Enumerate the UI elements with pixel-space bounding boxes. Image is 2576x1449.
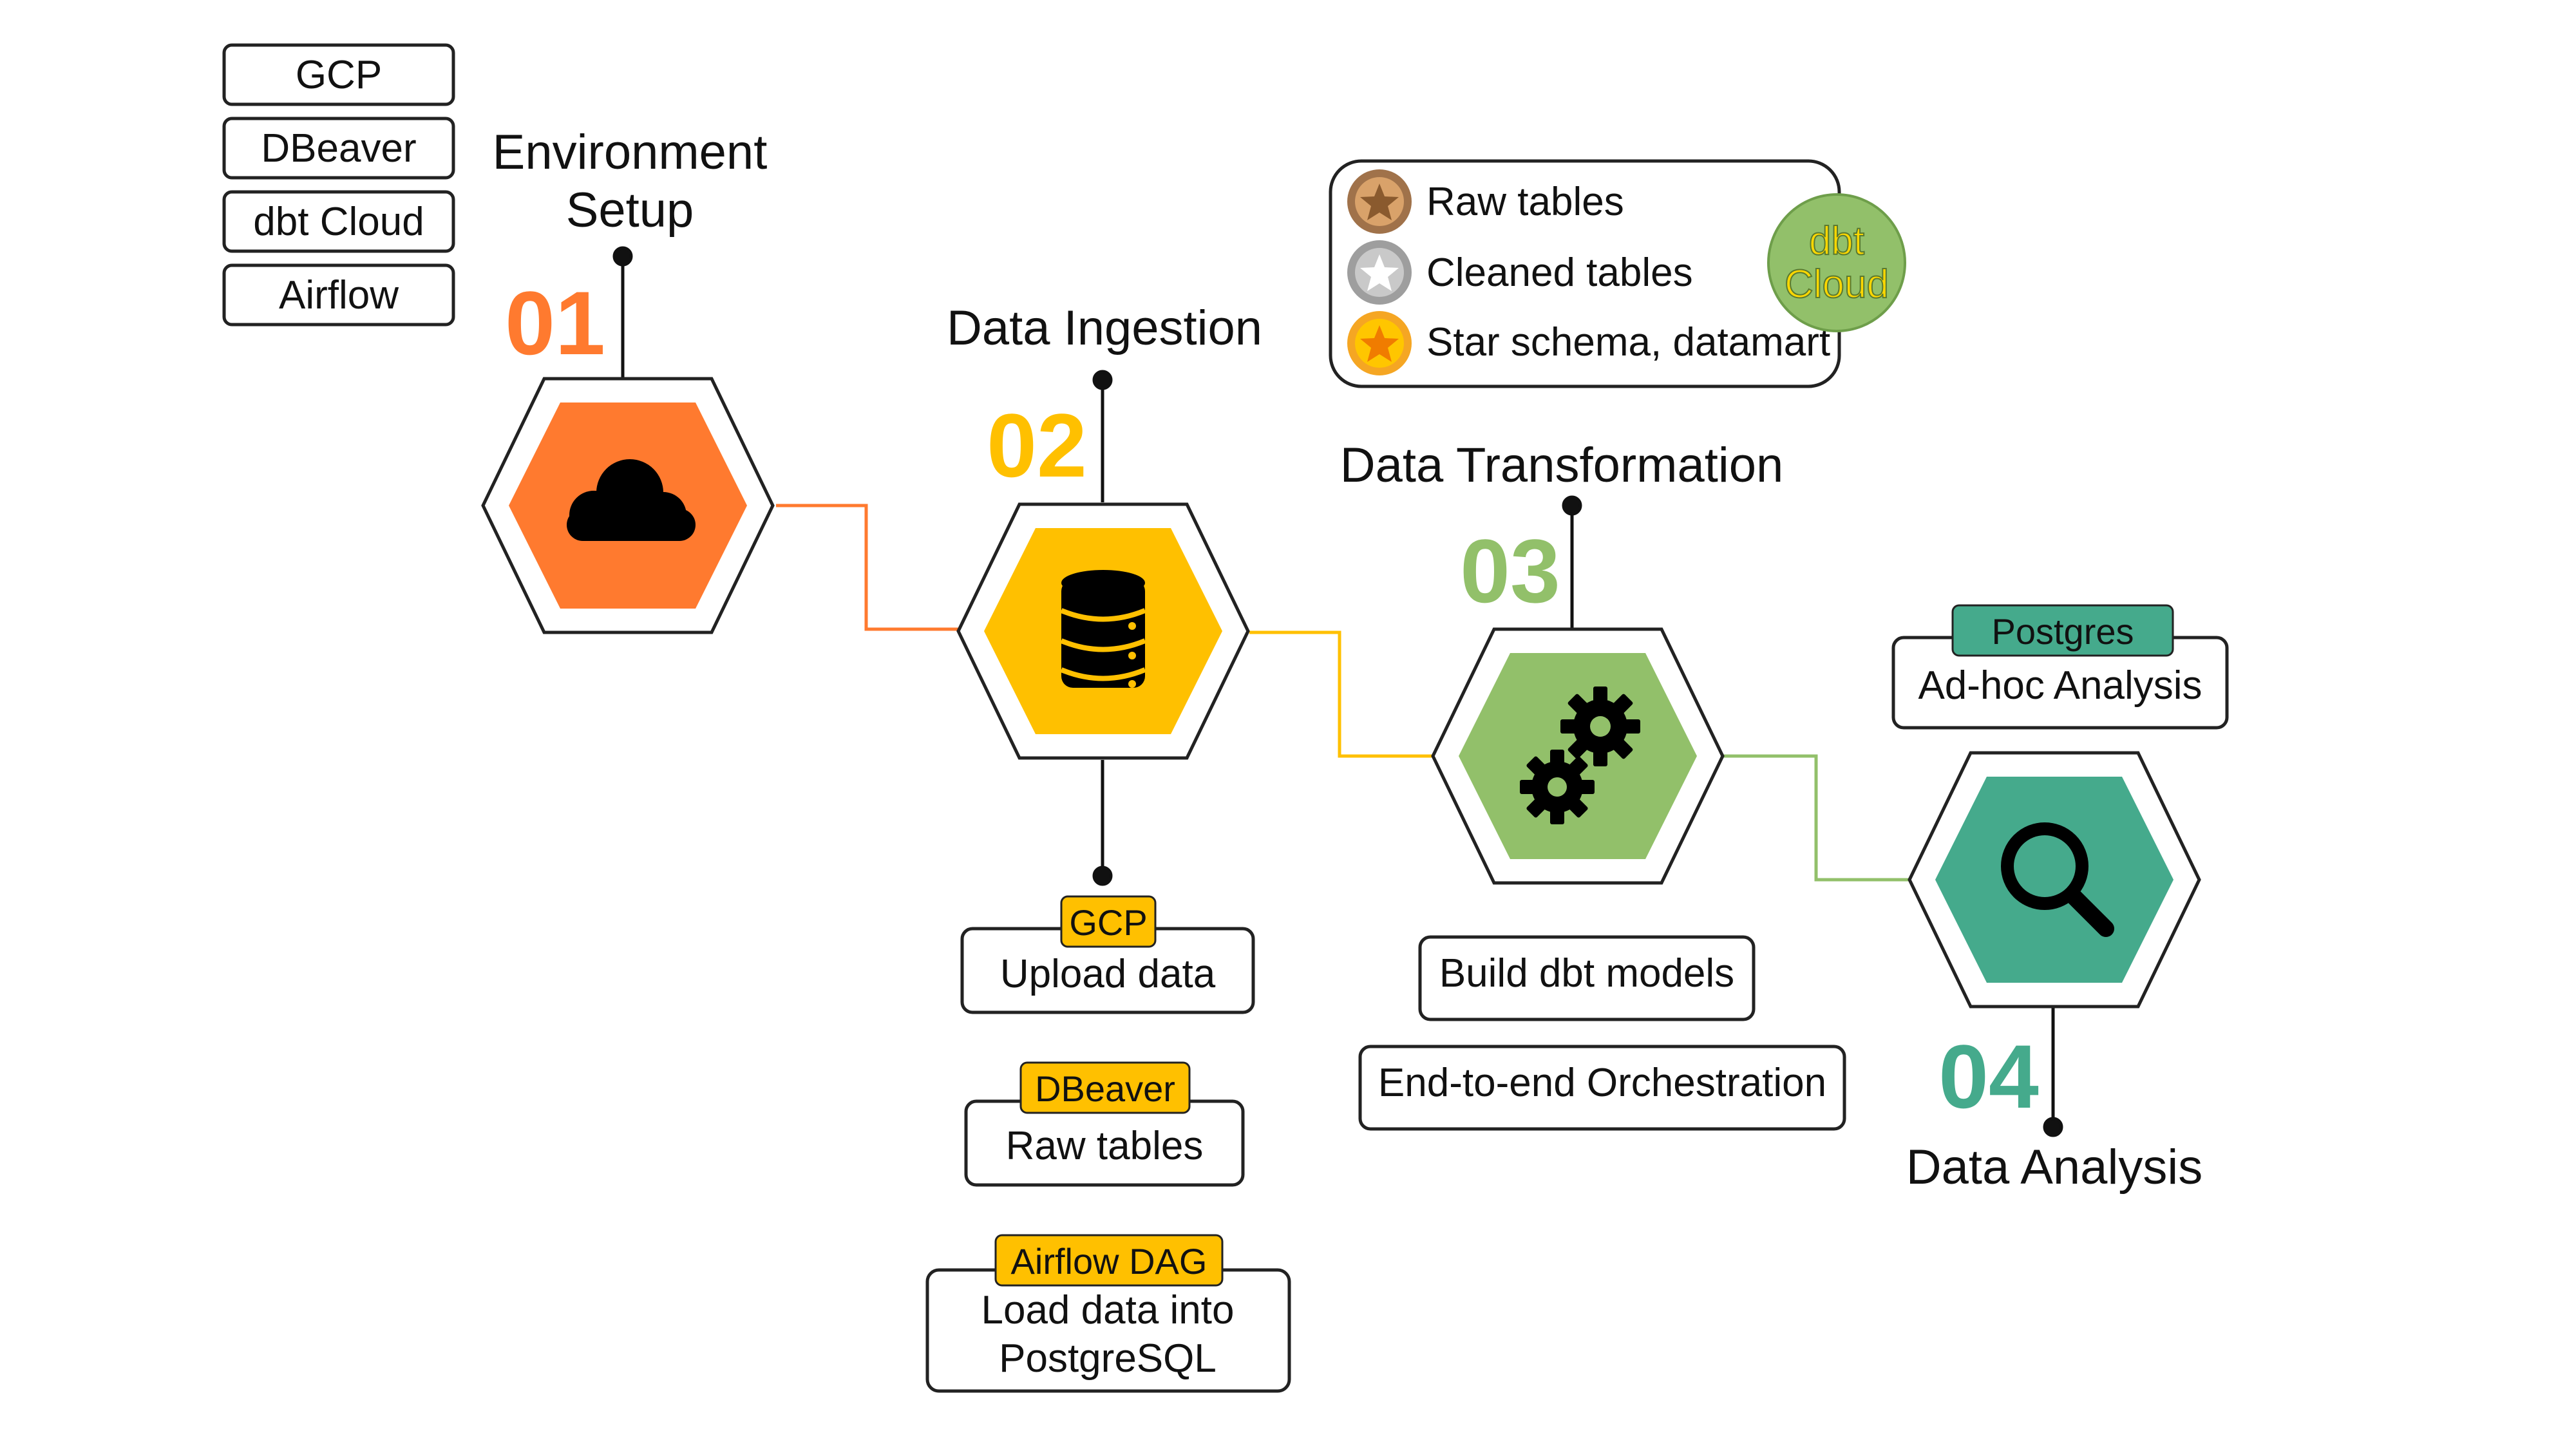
connector-01-02 [776, 504, 960, 631]
magnifier-icon [2001, 822, 2114, 937]
legend-label: Star schema, datamart [1426, 320, 1830, 365]
step-03-number: 03 [1460, 520, 1560, 621]
badge-line: dbt [1809, 219, 1864, 263]
connectors [776, 504, 1909, 882]
task-label: Ad-hoc Analysis [1918, 663, 2202, 708]
step-04-title: Data Analysis [1906, 1140, 2202, 1195]
task-label: Raw tables [1006, 1124, 1204, 1168]
legend-label: Cleaned tables [1426, 251, 1693, 295]
step-01-title-line: Environment [493, 125, 768, 180]
analysis-task: Postgres Ad-hoc Analysis [1891, 604, 2229, 730]
step-02-title: Data Ingestion [947, 301, 1262, 355]
task-build-dbt-models: Build dbt models [1418, 935, 1756, 1021]
tools-list: GCP DBeaver dbt Cloud Airflow [222, 43, 455, 327]
task-label: End-to-end Orchestration [1378, 1061, 1826, 1105]
task-tag: Airflow DAG [1011, 1241, 1208, 1282]
legend-label: Raw tables [1426, 180, 1624, 224]
task-label: Build dbt models [1439, 951, 1734, 996]
connector-03-04 [1723, 754, 1909, 882]
medallion-legend: Raw tables Cleaned tables Star schema, d… [1329, 159, 1906, 388]
task-label-line: PostgreSQL [999, 1336, 1217, 1381]
tool-box: GCP [222, 43, 455, 106]
task-tag: GCP [1069, 902, 1147, 943]
gold-star-icon [1347, 311, 1412, 375]
task-orchestration: End-to-end Orchestration [1358, 1045, 1846, 1131]
step-01-hexagon [481, 377, 775, 634]
tool-box: Airflow [222, 263, 455, 327]
step-02-number: 02 [987, 395, 1087, 496]
task-label: Upload data [1000, 952, 1216, 996]
silver-star-icon [1347, 240, 1412, 305]
step-02-hexagon [956, 502, 1250, 760]
transformation-tasks: Build dbt models End-to-end Orchestratio… [1358, 935, 1846, 1131]
dbt-cloud-badge: dbt Cloud [1767, 193, 1906, 332]
task-upload-data: GCP Upload data [960, 895, 1255, 1014]
database-icon [1060, 570, 1146, 688]
badge-line: Cloud [1785, 262, 1889, 307]
tool-box: dbt Cloud [222, 190, 455, 253]
step-04-number: 04 [1938, 1026, 2039, 1127]
task-label-line: Load data into [981, 1288, 1234, 1332]
task-load-data: Airflow DAG Load data into PostgreSQL [925, 1234, 1291, 1393]
pins [612, 246, 2063, 1137]
ingestion-tasks: GCP Upload data DBeaver Raw tables Airfl… [925, 895, 1291, 1393]
step-03-title: Data Transformation [1340, 438, 1784, 493]
gears-icon [1520, 687, 1640, 824]
cloud-icon [567, 459, 696, 541]
step-01-number: 01 [505, 272, 605, 374]
tool-label: dbt Cloud [253, 200, 424, 244]
connector-02-03 [1249, 630, 1433, 758]
tool-label: DBeaver [261, 126, 416, 171]
step-03-hexagon [1431, 627, 1725, 885]
step-04-hexagon [1908, 751, 2201, 1009]
task-tag: DBeaver [1035, 1068, 1175, 1109]
tool-label: GCP [296, 53, 382, 97]
tool-box: DBeaver [222, 117, 455, 180]
bronze-star-icon [1347, 169, 1412, 234]
task-tag: Postgres [1992, 611, 2134, 652]
task-raw-tables: DBeaver Raw tables [964, 1061, 1245, 1187]
step-01-title-line: Setup [566, 183, 694, 238]
tool-label: Airflow [279, 273, 399, 317]
